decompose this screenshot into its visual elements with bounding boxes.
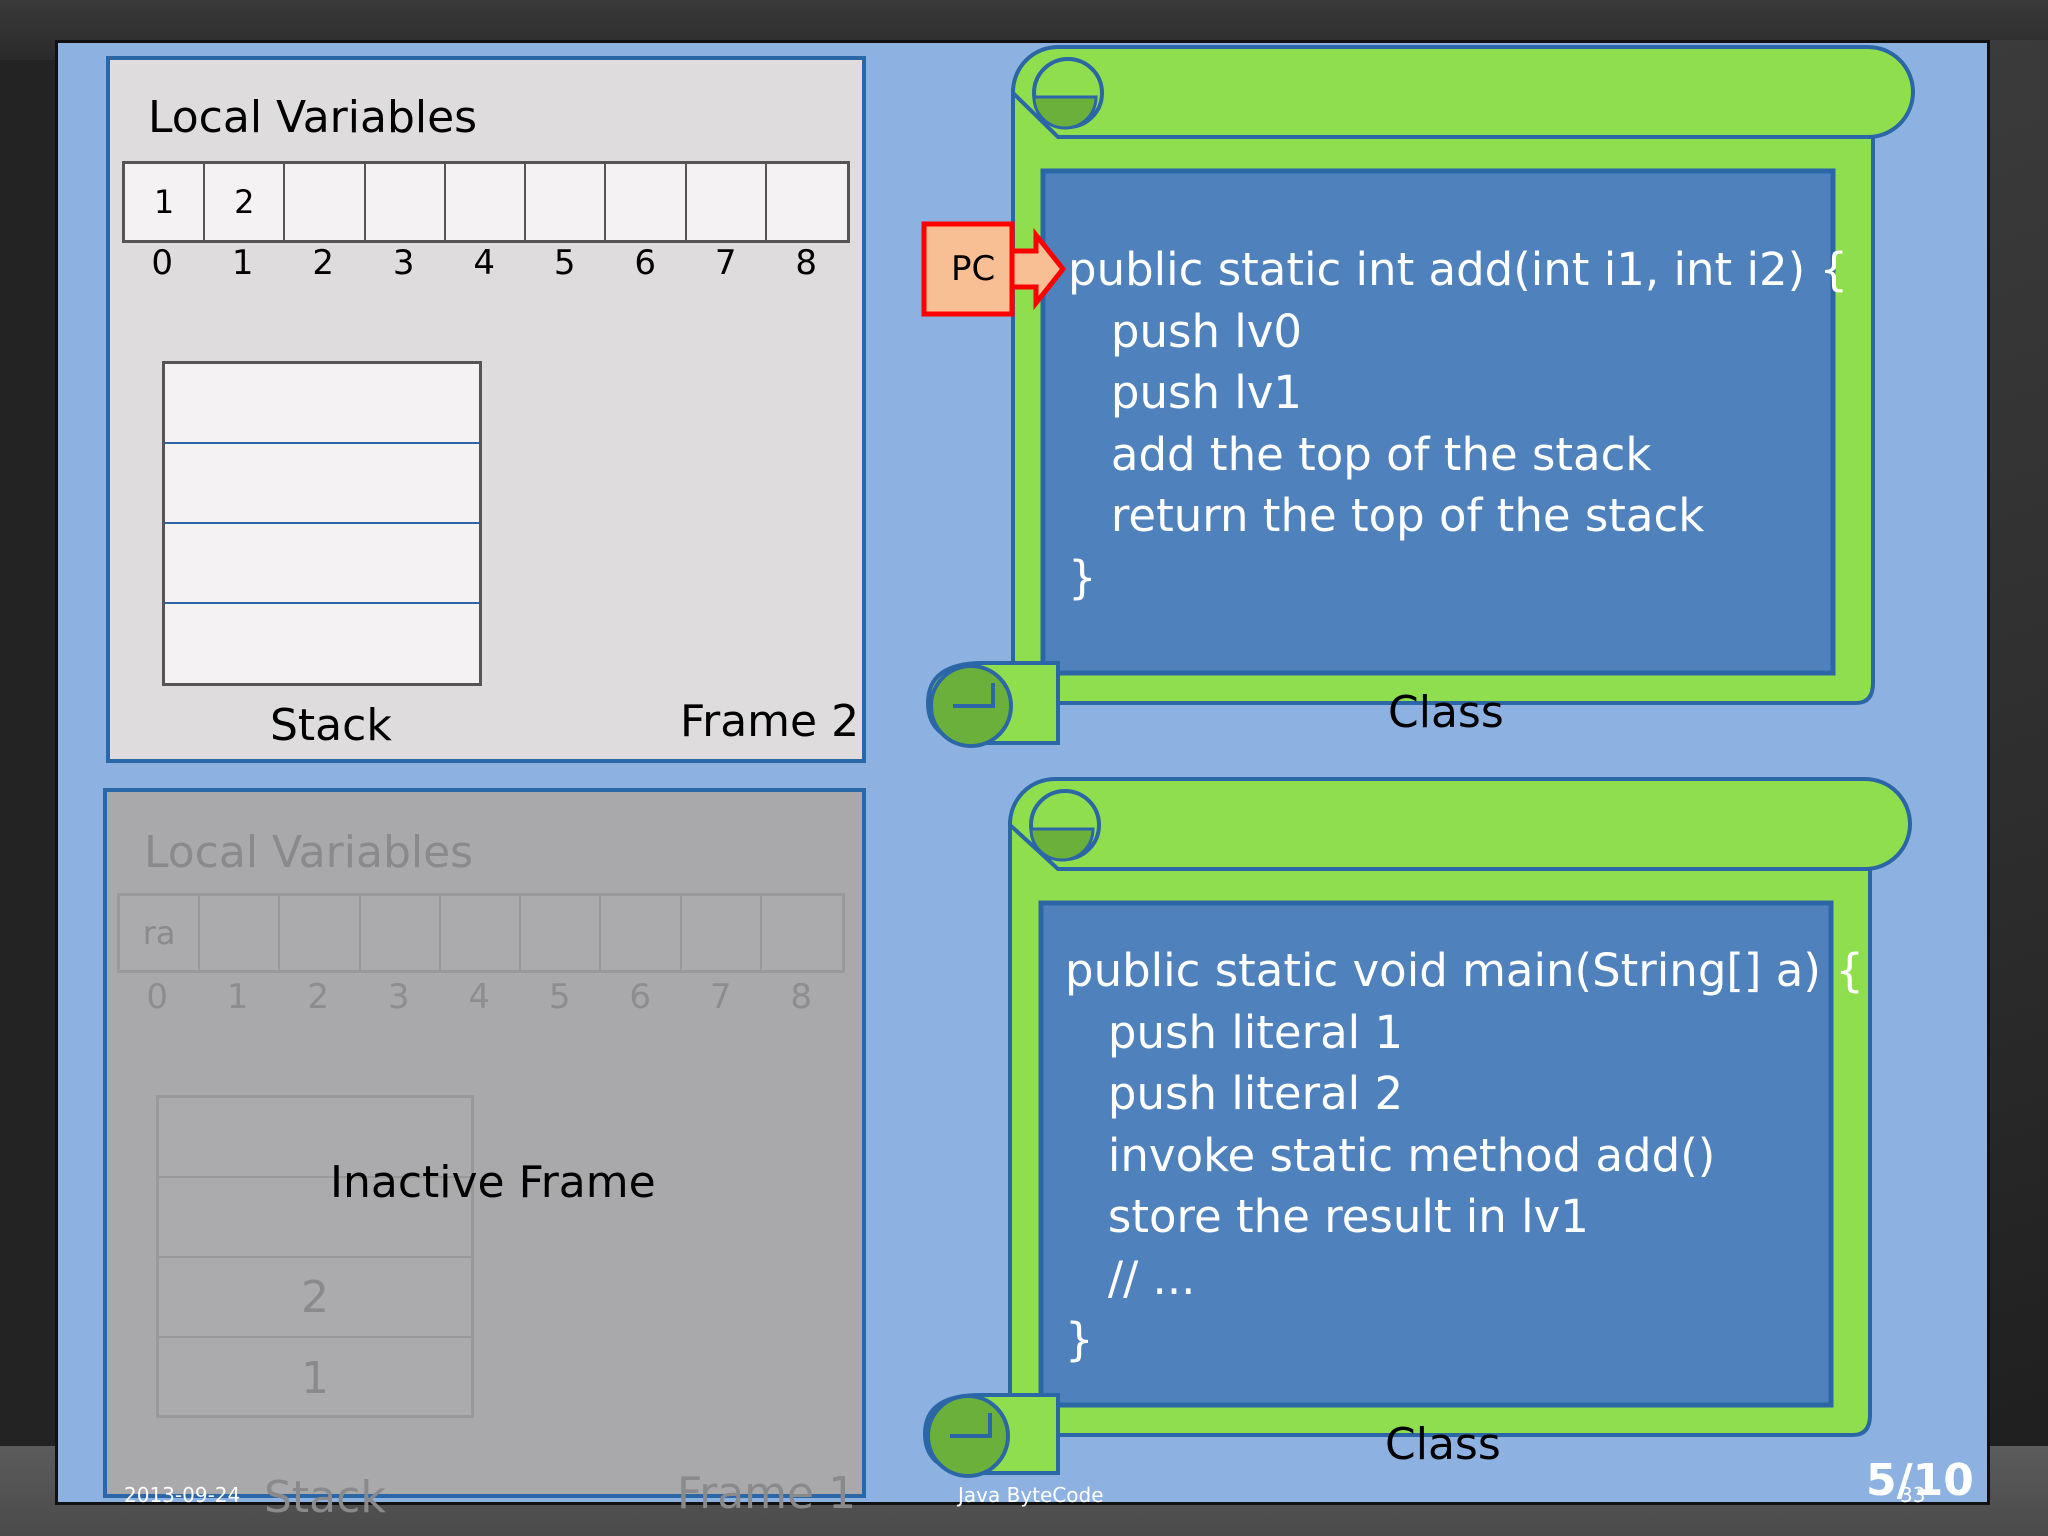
inactive-frame-label: Inactive Frame [330,1157,656,1208]
page-indicator: 5/10 [1866,1455,1974,1506]
local-variable-slot [200,896,281,970]
code-line: } [1065,1313,1094,1366]
code-line: push lv1 [1068,366,1303,419]
code-line: return the top of the stack [1068,489,1705,542]
local-variable-slot [361,896,441,970]
local-variable-slot [285,164,366,240]
local-variable-index: 2 [312,243,335,283]
code-line: add the top of the stack [1068,427,1652,481]
local-variable-index: 3 [387,977,410,1017]
local-variable-index: 2 [307,977,330,1017]
local-variable-index: 1 [226,977,249,1017]
pc-label: PC [951,249,996,289]
local-variables-array: ra [117,893,845,973]
stack-label: Stack [270,700,392,751]
local-variable-index: 7 [714,243,737,283]
stack-slot [165,524,479,604]
program-counter-pointer: PC [921,221,1071,321]
local-variable-index: 0 [146,977,169,1017]
code-line: store the result in lv1 [1065,1190,1589,1243]
local-variable-index: 8 [790,977,813,1017]
stack-slot [165,444,479,524]
page-number: 33 [1900,1483,1926,1507]
local-variables-indices: 0 1 2 3 4 5 6 7 8 [122,243,847,283]
local-variable-slot [280,896,361,970]
code-line: invoke static method add() [1065,1128,1716,1182]
code-line: push literal 2 [1065,1067,1404,1120]
code-line: public static void main(String[] a) { [1065,944,1864,997]
local-variable-slot [366,164,446,240]
local-variable-index: 7 [709,977,732,1017]
local-variable-slot [601,896,682,970]
local-variable-slot [526,164,607,240]
local-variable-slot: 1 [125,164,206,240]
local-variable-slot [521,896,602,970]
local-variable-slot: ra [120,896,201,970]
stack-slot [159,1098,471,1178]
local-variable-index: 6 [634,243,657,283]
stack-slot [159,1178,471,1258]
window-backdrop-right [1990,40,2048,1460]
frame-label: Frame 1 [677,1468,857,1519]
class-label: Class [1385,1419,1501,1470]
footer-date: 2013-09-24 [124,1483,241,1507]
pc-arrow-icon [921,221,1067,317]
local-variable-index: 1 [231,243,254,283]
stack-slot: 2 [159,1258,471,1338]
class-label: Class [1388,687,1504,738]
stack-slot: 1 [301,1352,329,1404]
local-variable-slot [606,164,687,240]
code-line: push lv0 [1068,304,1303,358]
local-variable-slot [441,896,522,970]
local-variable-index: 5 [548,977,571,1017]
local-variable-index: 4 [473,243,496,283]
local-variable-index: 0 [151,243,174,283]
local-variable-slot [687,164,767,240]
local-variable-index: 5 [553,243,576,283]
local-variable-index: 8 [795,243,818,283]
local-variable-slot: 2 [205,164,286,240]
frame-label: Frame 2 [680,696,860,747]
local-variables-title: Local Variables [144,827,474,878]
stack-label: Stack [264,1472,386,1523]
class-scroll-bottom [922,777,1912,1478]
code-line: push literal 1 [1065,1005,1404,1059]
local-variables-title: Local Variables [148,92,478,143]
local-variable-index: 6 [629,977,652,1017]
method-add-code: public static int add(int i1, int i2) { … [1068,239,1848,608]
class-scroll-top [925,45,1915,748]
code-line: } [1068,550,1097,604]
code-line: // ... [1065,1251,1196,1305]
method-main-code: public static void main(String[] a) { pu… [1065,940,1864,1371]
local-variable-index: 3 [392,243,415,283]
local-variable-slot [446,164,527,240]
local-variable-slot [682,896,762,970]
footer-title: Java ByteCode [958,1483,1104,1507]
local-variable-index: 4 [468,977,491,1017]
operand-stack [162,361,482,686]
code-line: public static int add(int i1, int i2) { [1068,243,1849,296]
stack-slot [165,364,479,444]
local-variables-indices: 0 1 2 3 4 5 6 7 8 [117,977,842,1017]
